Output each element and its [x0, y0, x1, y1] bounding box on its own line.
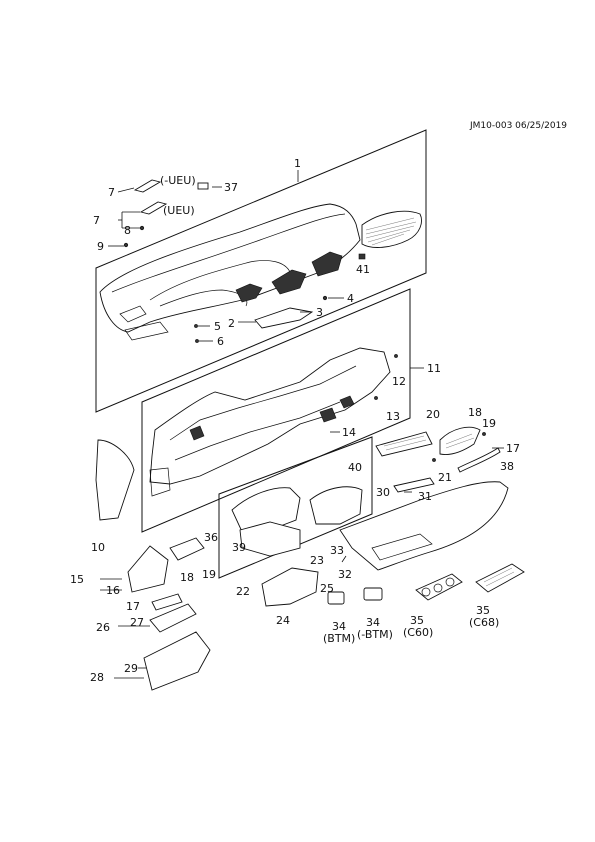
cluster-trim-part [231, 487, 301, 537]
lower-vent-part [169, 537, 205, 561]
knee-panel-part [127, 545, 169, 593]
callout-11: 11 [427, 362, 441, 375]
callout-34-b: 34 [366, 616, 380, 629]
callout-25: 25 [320, 582, 334, 595]
callout-36: 36 [204, 531, 218, 544]
small-trim-parts [123, 179, 328, 343]
callout-7-a: 7 [108, 186, 115, 199]
callout-20: 20 [426, 408, 440, 421]
defroster-grille-part [358, 210, 422, 260]
callout-5: 5 [214, 320, 221, 333]
callout-3: 3 [316, 306, 323, 319]
doc-code: JM10-003 06/25/2019 [470, 121, 568, 131]
side-trim-part [95, 439, 135, 521]
switch-btm-part [327, 591, 345, 605]
callout-21: 21 [438, 471, 452, 484]
callout-14: 14 [342, 426, 356, 439]
callout-19-b: 19 [202, 568, 216, 581]
trim-clip-part [393, 477, 435, 493]
callout-35-a-note: (C60) [403, 626, 433, 639]
panel-cross-car-beam [141, 288, 411, 533]
callout-12: 12 [392, 375, 406, 388]
callout-18-b: 18 [180, 571, 194, 584]
callout-2: 2 [228, 317, 235, 330]
callout-10: 10 [91, 541, 105, 554]
vent-parts [375, 426, 501, 473]
switch-no-btm-part [363, 587, 383, 601]
callout-17-b: 17 [126, 600, 140, 613]
callout-7-b: 7 [93, 214, 100, 227]
cross-car-beam-part [149, 347, 398, 497]
callout-27: 27 [130, 616, 144, 629]
callout-19-a: 19 [482, 417, 496, 430]
callout-24: 24 [276, 614, 290, 627]
callout-26: 26 [96, 621, 110, 634]
callout-13: 13 [386, 410, 400, 423]
callout-32: 32 [338, 568, 352, 581]
bracket-part [254, 307, 314, 329]
hvac-panel-c68-part [475, 563, 525, 593]
callout-33: 33 [330, 544, 344, 557]
callout-9: 9 [97, 240, 104, 253]
callout-39: 39 [232, 541, 246, 554]
callout-31: 31 [418, 490, 432, 503]
callout-15: 15 [70, 573, 84, 586]
callout-34-b-note: (-BTM) [357, 628, 393, 641]
callout-34-a-note: (BTM) [323, 632, 355, 645]
callout-17-a: 17 [506, 442, 520, 455]
panel-instrument-panel [95, 129, 427, 413]
callout-1: 1 [294, 157, 301, 170]
callout-29: 29 [124, 662, 138, 675]
callout-41: 41 [356, 263, 370, 276]
lower-trim-17-part [151, 593, 183, 611]
center-stack-part [339, 481, 509, 571]
callout-23: 23 [310, 554, 324, 567]
callout-30: 30 [376, 486, 390, 499]
callout-4: 4 [347, 292, 354, 305]
callout-6: 6 [217, 335, 224, 348]
callout-37: 37 [224, 181, 238, 194]
knee-bolster-part [143, 631, 211, 691]
callout-18-a: 18 [468, 406, 482, 419]
callout-7-a-note: (-UEU) [160, 174, 196, 187]
hvac-panel-c60-part [415, 573, 463, 601]
callout-7-b-note: (UEU) [163, 204, 195, 217]
callout-28: 28 [90, 671, 104, 684]
cluster-bezel-part [309, 486, 363, 525]
column-cover-part [261, 567, 319, 607]
leader-lines [100, 170, 504, 679]
callout-22: 22 [236, 585, 250, 598]
callout-labels: 1 7 (-UEU) 37 7 (UEU) 8 9 41 4 3 2 5 6 1… [70, 157, 520, 684]
callout-38: 38 [500, 460, 514, 473]
panel-cluster-trim [218, 436, 373, 579]
callout-35-b-note: (C68) [469, 616, 499, 629]
callout-35-a: 35 [410, 614, 424, 627]
lower-trim-26-part [149, 603, 197, 633]
callout-8: 8 [124, 224, 131, 237]
instrument-panel-part [99, 203, 361, 341]
callout-35-b: 35 [476, 604, 490, 617]
callout-16: 16 [106, 584, 120, 597]
callout-34-a: 34 [332, 620, 346, 633]
callout-40: 40 [348, 461, 362, 474]
